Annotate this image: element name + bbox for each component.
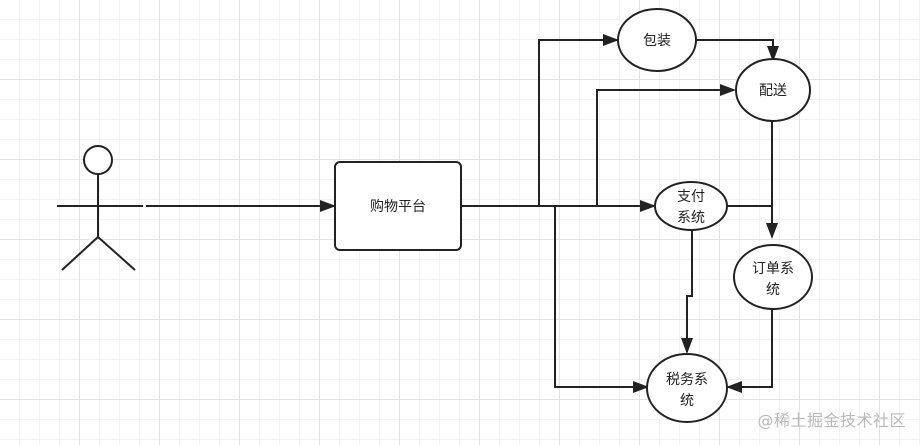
payment-label-line2: 系统 (677, 210, 705, 226)
tax-ellipse (646, 353, 728, 423)
arrow-to-delivery (596, 84, 736, 206)
actor-right-leg (97, 236, 136, 271)
tax-label-line2: 统 (680, 393, 694, 409)
payment-label-line1: 支付 (677, 189, 705, 205)
user-actor (57, 145, 143, 271)
actor-head (83, 145, 113, 175)
packaging-ellipse (617, 8, 697, 72)
platform-box (334, 161, 462, 251)
packaging-node: 包装 (617, 8, 697, 72)
payment-ellipse (654, 181, 728, 231)
order-label-line1: 订单系 (752, 261, 794, 277)
arrow-order-to-tax (726, 309, 773, 393)
tax-label-line1: 税务系 (666, 372, 708, 388)
delivery-ellipse (735, 58, 811, 122)
packaging-label: 包装 (643, 33, 671, 49)
arrow-to-packaging (538, 34, 619, 206)
arrow-payment-to-tax (681, 229, 693, 354)
delivery-node: 配送 (735, 58, 811, 122)
order-ellipse (733, 244, 813, 310)
order-label-line2: 统 (766, 282, 780, 298)
delivery-label: 配送 (759, 83, 787, 99)
payment-node: 支付 系统 (654, 181, 728, 231)
tax-node: 税务系 统 (646, 353, 728, 423)
watermark-text: @稀土掘金技术社区 (757, 411, 906, 430)
arrow-packaging-to-delivery (696, 39, 779, 62)
actor-left-leg (61, 236, 99, 271)
order-node: 订单系 统 (733, 244, 813, 310)
platform-label: 购物平台 (370, 199, 426, 215)
platform-node: 购物平台 (334, 161, 462, 251)
arrow-to-tax (554, 206, 649, 393)
